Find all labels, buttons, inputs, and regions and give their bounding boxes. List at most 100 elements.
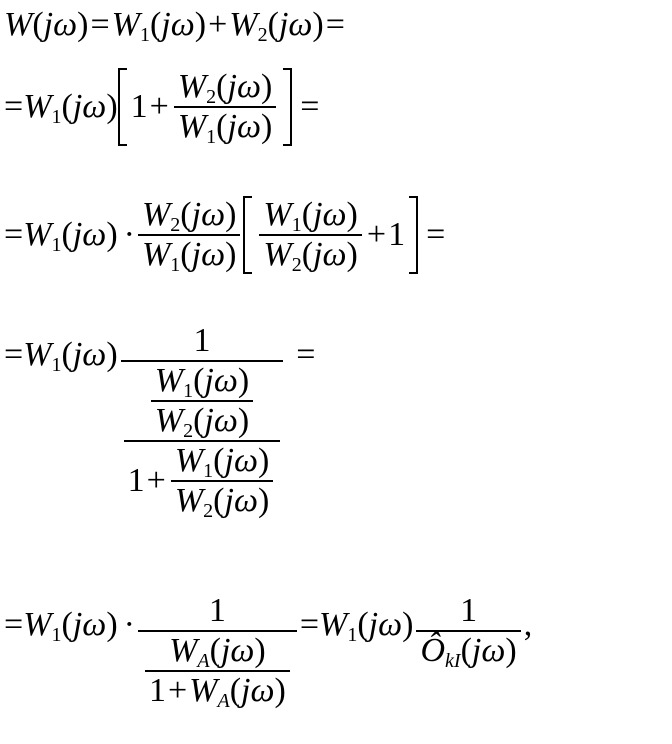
subscript: 1 xyxy=(183,379,194,402)
plus: + xyxy=(167,672,188,709)
paren: ) xyxy=(260,108,273,145)
paren: ) xyxy=(346,196,358,233)
plus: + xyxy=(208,6,228,43)
one: 1 xyxy=(130,88,148,125)
symbol-j: j xyxy=(43,6,54,43)
paren: ) xyxy=(225,196,237,233)
symbol-w: W xyxy=(23,88,52,125)
fraction-bar xyxy=(170,480,274,482)
paren: ) xyxy=(237,362,250,399)
fraction-bar xyxy=(150,400,254,402)
plus: + xyxy=(149,88,169,125)
one: 1 xyxy=(460,592,478,629)
subscript: 2 xyxy=(170,213,181,236)
equals: = xyxy=(4,216,24,253)
symbol-j: j xyxy=(224,482,234,519)
equals: = xyxy=(4,336,24,373)
symbol-omega: ω xyxy=(250,672,275,709)
symbol-omega: ω xyxy=(201,236,226,273)
symbol-j: j xyxy=(204,402,214,439)
symbol-j: j xyxy=(471,632,482,669)
symbol-j: j xyxy=(224,442,234,479)
subscript: A xyxy=(197,649,210,672)
subscript: 2 xyxy=(183,419,194,442)
symbol-j: j xyxy=(220,632,231,669)
paren: ) xyxy=(225,236,237,273)
paren: ( xyxy=(229,672,242,709)
paren: ( xyxy=(209,632,221,669)
symbol-j: j xyxy=(191,196,202,233)
symbol-omega: ω xyxy=(233,482,258,519)
numerator: 1 xyxy=(205,592,230,630)
subscript: 1 xyxy=(291,213,302,236)
left-bracket xyxy=(117,68,127,146)
paren: ) xyxy=(346,236,358,273)
symbol-j: j xyxy=(72,216,83,253)
subscript: 1 xyxy=(51,233,62,256)
paren: ( xyxy=(357,606,369,643)
fraction-bar xyxy=(144,670,290,672)
dot-operator: · xyxy=(123,606,135,643)
one: 1 xyxy=(148,672,166,709)
paren: ( xyxy=(267,6,279,43)
plus: + xyxy=(146,462,166,499)
symbol-j: j xyxy=(227,68,237,105)
symbol-w: W xyxy=(111,6,140,43)
symbol-j: j xyxy=(241,672,251,709)
symbol-omega: ω xyxy=(378,606,403,643)
symbol-omega: ω xyxy=(82,606,107,643)
numerator: 1 xyxy=(189,322,214,360)
symbol-j: j xyxy=(313,196,323,233)
symbol-w: W xyxy=(177,108,207,145)
paren: ) xyxy=(505,632,517,669)
symbol-j: j xyxy=(278,6,289,43)
subscript: 2 xyxy=(257,23,268,46)
paren: ) xyxy=(402,606,414,643)
symbol-w: W xyxy=(23,216,52,253)
one: 1 xyxy=(127,462,145,499)
subscript: 2 xyxy=(291,253,302,276)
symbol-o-hat: Ô xyxy=(420,632,446,669)
subscript: kI xyxy=(445,649,461,672)
symbol-omega: ω xyxy=(53,6,78,43)
symbol-omega: ω xyxy=(322,236,347,273)
equals: = xyxy=(299,606,320,643)
paren: ) xyxy=(257,442,270,479)
fraction-bar xyxy=(120,360,284,362)
symbol-j: j xyxy=(204,362,214,399)
subscript: 1 xyxy=(51,353,62,376)
symbol-omega: ω xyxy=(236,108,261,145)
symbol-omega: ω xyxy=(170,6,195,43)
paren: ( xyxy=(193,362,205,399)
one: 1 xyxy=(388,216,406,253)
left-bracket xyxy=(243,196,253,274)
symbol-j: j xyxy=(313,236,323,273)
symbol-w: W xyxy=(319,606,348,643)
subscript: A xyxy=(217,689,230,712)
fraction-bar xyxy=(137,630,297,632)
subscript: 1 xyxy=(347,623,358,646)
